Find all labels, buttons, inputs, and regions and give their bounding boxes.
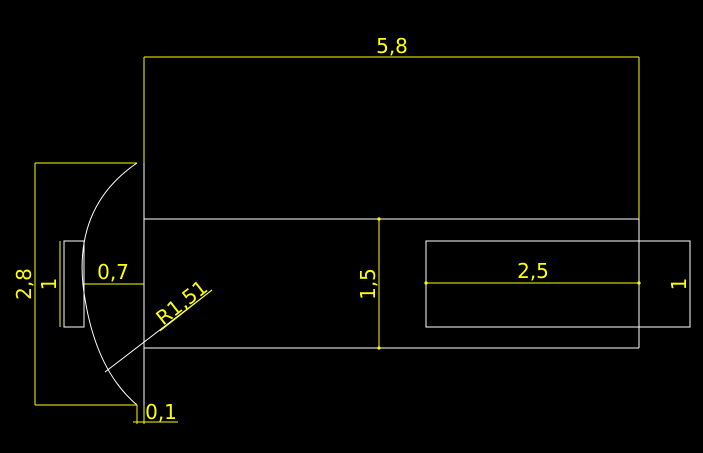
height-center-label: 1,5 — [356, 268, 380, 300]
rounded-cap-arc — [81, 162, 138, 406]
slot-length-tick-right — [637, 281, 641, 285]
cap-offset-label: 0,7 — [97, 260, 129, 284]
height-left-label: 2,8 — [12, 268, 36, 300]
radius-label-underline — [159, 289, 213, 332]
bottom-offset-label: 0,1 — [145, 400, 177, 424]
slot-rectangle — [425, 240, 691, 328]
pin-rectangle — [63, 240, 85, 328]
pin-width-label: 1 — [37, 278, 61, 291]
dimension-lines — [34, 56, 641, 424]
slot-length-tick-left — [424, 281, 428, 285]
slot-length-label: 2,5 — [517, 259, 549, 283]
height-center-tick-top — [377, 217, 381, 221]
slot-width-label: 1 — [667, 278, 691, 291]
height-center-tick-bottom — [377, 346, 381, 350]
radius-label: R1,51 — [151, 275, 212, 330]
overall-width-label: 5,8 — [376, 34, 408, 58]
